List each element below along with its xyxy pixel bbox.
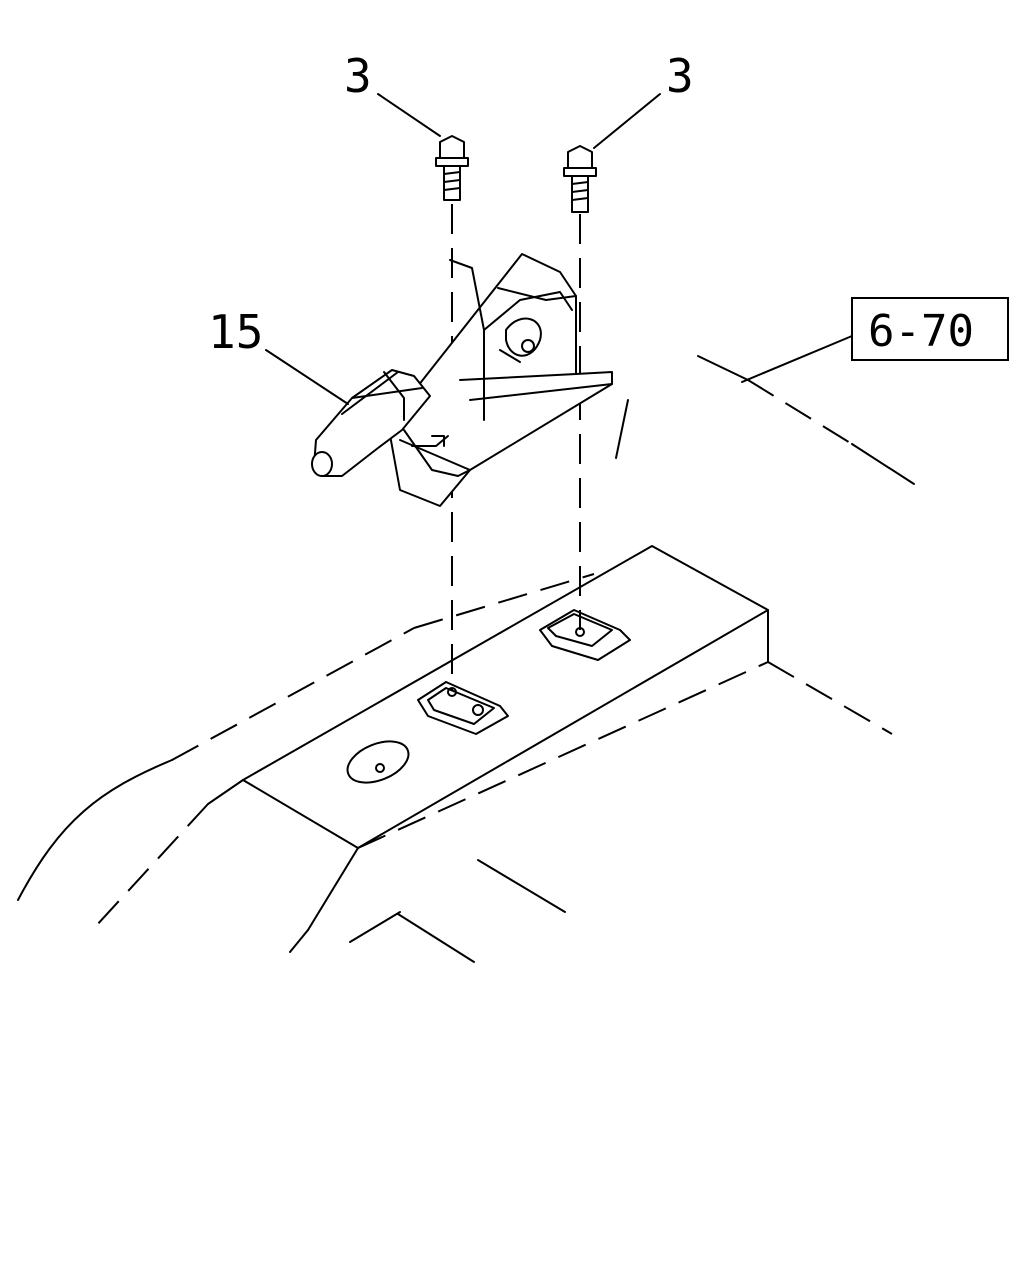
parking-brake-lever bbox=[311, 253, 629, 507]
bolt-left bbox=[435, 135, 469, 201]
callout-number-bolt-right: 3 bbox=[666, 49, 694, 103]
callout-number-bolt-left: 3 bbox=[344, 49, 372, 103]
bolt-right bbox=[563, 145, 597, 213]
reference-box-label: 6-70 bbox=[868, 306, 974, 357]
callout-number-lever: 15 bbox=[208, 305, 263, 359]
mount-pad-right bbox=[539, 609, 631, 661]
reference-context-lines bbox=[697, 355, 915, 485]
slot-hole bbox=[346, 740, 410, 784]
reference-box: 6-70 bbox=[851, 297, 1009, 361]
frame-crossmember bbox=[17, 545, 893, 963]
mount-pad-left bbox=[417, 681, 509, 735]
callout-leaders bbox=[265, 93, 853, 405]
